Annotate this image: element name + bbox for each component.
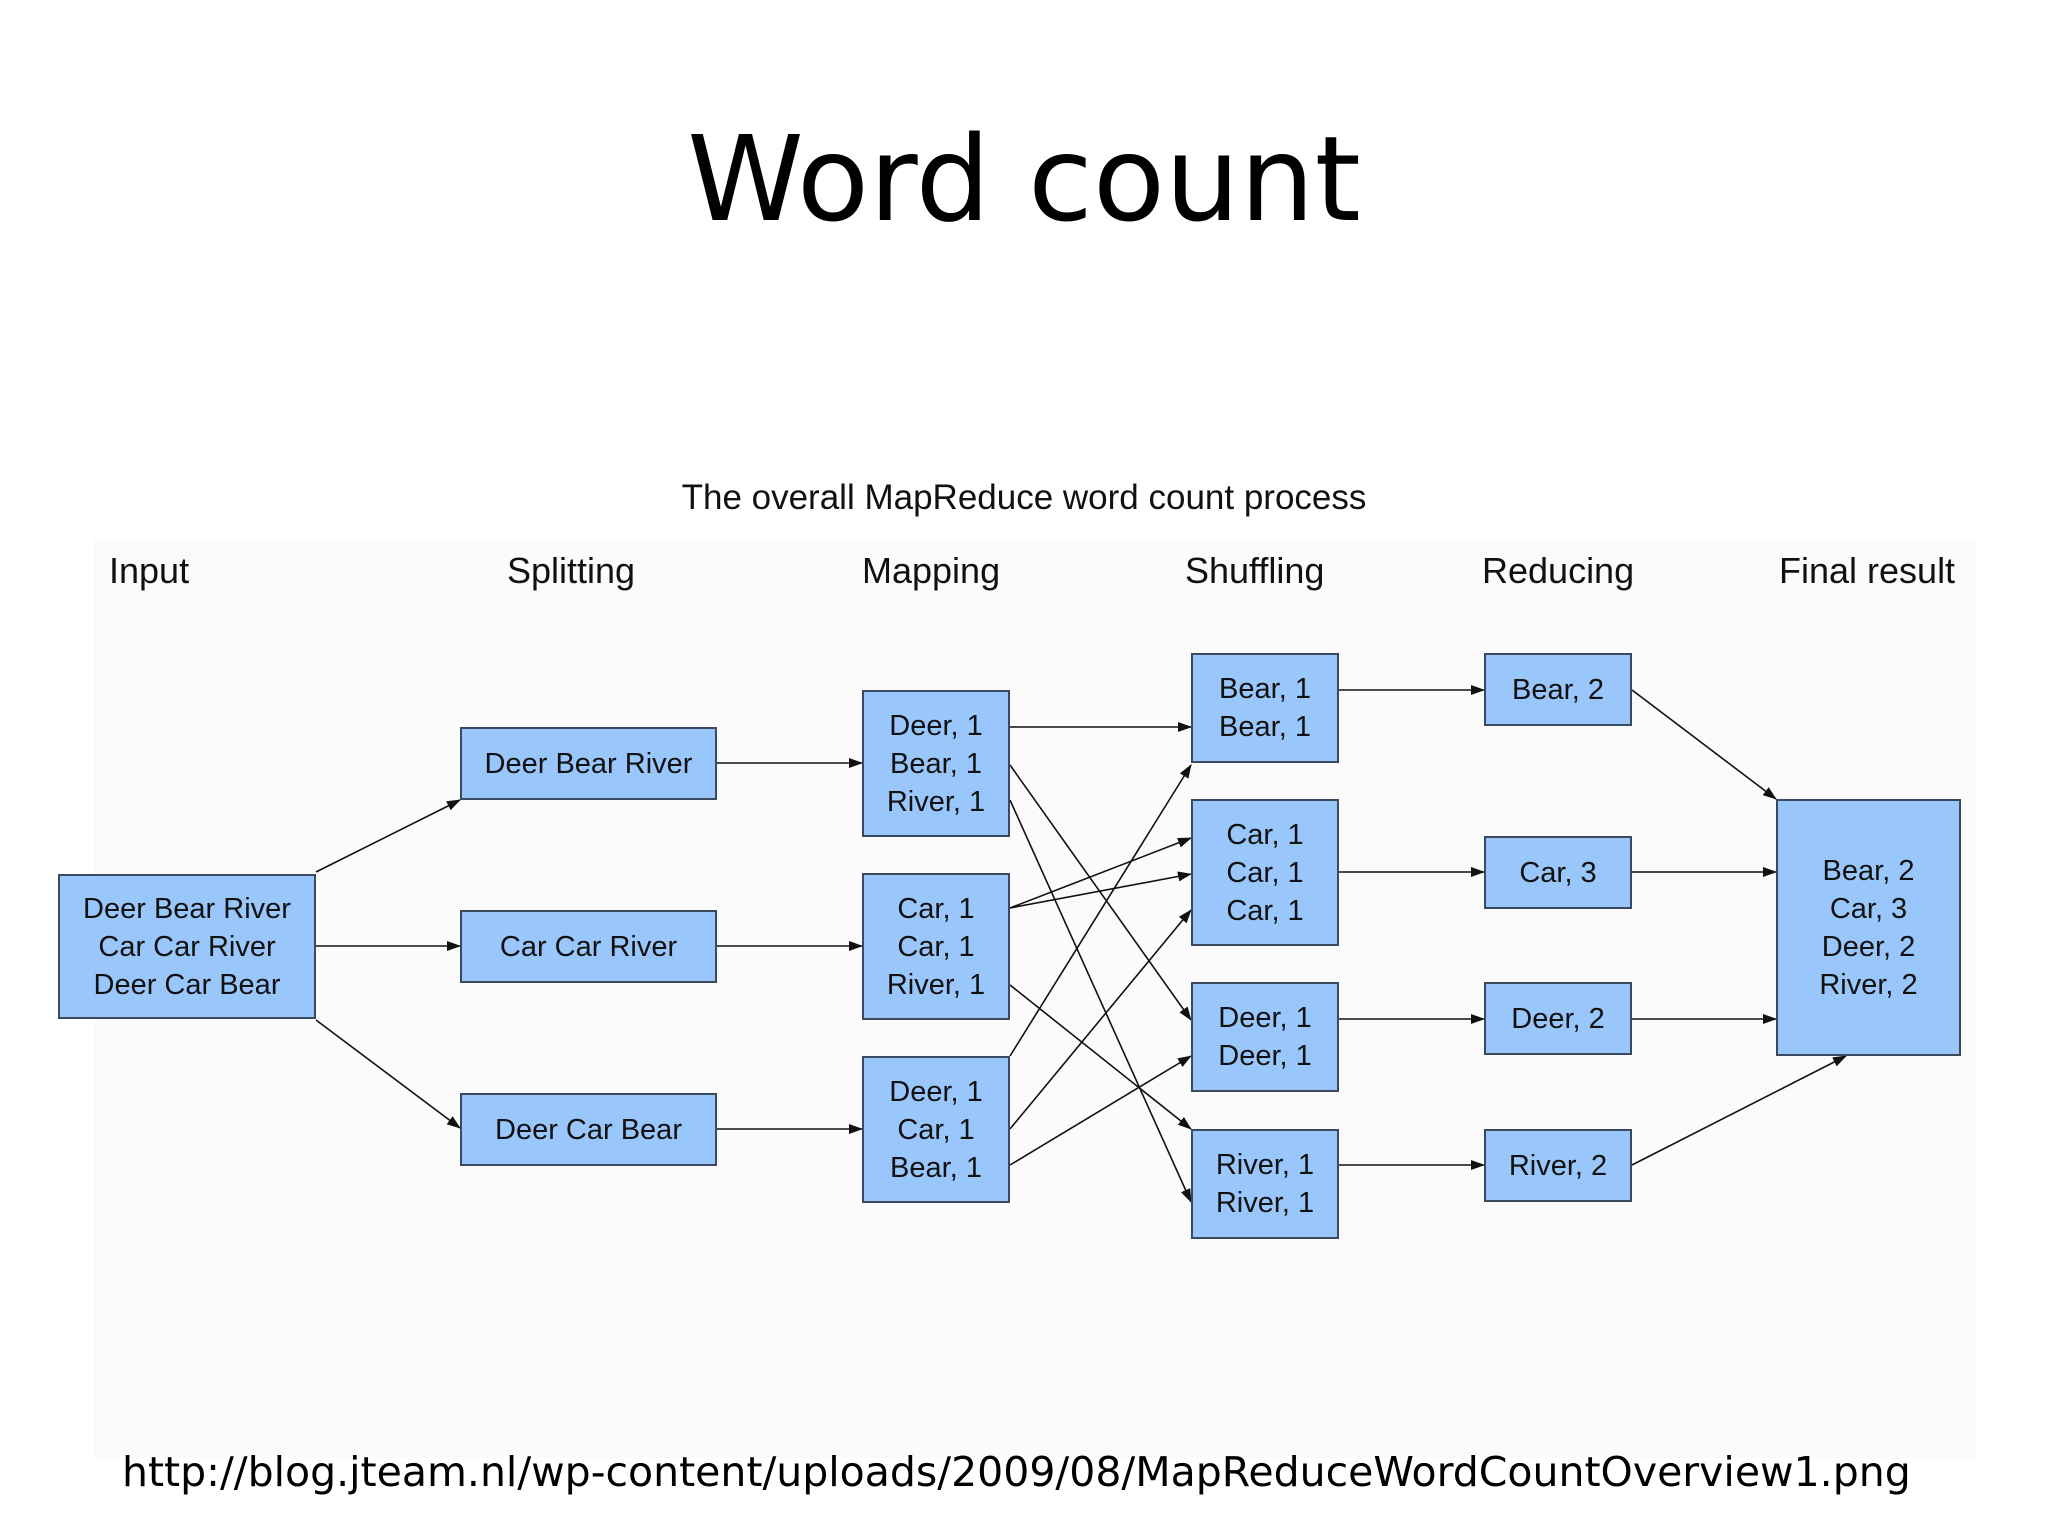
box-line: Deer Car Bear	[93, 968, 281, 1001]
arrow-map2-to-shuf_river	[1009, 984, 1192, 1130]
box-line: Car Car River	[499, 930, 678, 963]
map-box-2: Car, 1 Car, 1 River, 1	[862, 873, 1010, 1020]
input-box: Deer Bear River Car Car River Deer Car B…	[58, 874, 316, 1019]
stage-label-shuffling: Shuffling	[1185, 550, 1325, 591]
arrow-map1-to-shuf_deer	[1009, 764, 1192, 1021]
box-line: Deer Car Bear	[495, 1113, 682, 1146]
shuffle-box-deer: Deer, 1 Deer, 1	[1191, 982, 1339, 1092]
arrow-map3-to-shuf_bear	[1009, 764, 1192, 1057]
shuffle-box-car: Car, 1 Car, 1 Car, 1	[1191, 799, 1339, 946]
stage-label-input: Input	[109, 550, 190, 591]
arrow-map1-to-shuf_river	[1009, 799, 1192, 1203]
box-line: Bear, 1	[890, 747, 982, 780]
box-line: Car, 3	[1829, 892, 1908, 925]
box-line: River, 1	[886, 785, 986, 818]
reduce-box-bear: Bear, 2	[1484, 653, 1632, 726]
diagram-background	[94, 538, 1976, 1458]
stage-label-reducing: Reducing	[1482, 550, 1635, 591]
reduce-box-car: Car, 3	[1484, 836, 1632, 909]
shuffle-box-bear: Bear, 1 Bear, 1	[1191, 653, 1339, 763]
arrow-input-to-split1	[315, 799, 461, 873]
box-line: River, 2	[1508, 1149, 1608, 1182]
box-line: Bear, 2	[1822, 854, 1915, 887]
reduce-box-river: River, 2	[1484, 1129, 1632, 1202]
box-line: Car Car River	[98, 930, 276, 963]
arrow-map2-to-shuf_car	[1009, 871, 1192, 909]
box-line: Deer, 1	[889, 1075, 983, 1108]
slide-title: Word count	[687, 110, 1361, 248]
split-box-3: Deer Car Bear	[460, 1093, 717, 1166]
arrow-map3-to-shuf_deer	[1009, 1055, 1192, 1166]
source-url: http://blog.jteam.nl/wp-content/uploads/…	[122, 1448, 1911, 1496]
box-line: River, 2	[1819, 968, 1918, 1001]
arrow-red_river-to-final	[1631, 1055, 1847, 1166]
arrow-map3-to-shuf_car	[1009, 909, 1192, 1130]
box-line: Car, 1	[897, 1113, 975, 1146]
final-result-box: Bear, 2 Car, 3 Deer, 2 River, 2	[1776, 799, 1961, 1056]
box-line: River, 1	[1215, 1187, 1315, 1219]
box-line: Car, 1	[1226, 856, 1304, 889]
arrow-red_bear-to-final	[1631, 689, 1777, 800]
box-line: Deer, 2	[1821, 930, 1916, 963]
box-line: River, 1	[886, 968, 986, 1001]
box-line: Deer, 1	[1218, 1040, 1312, 1072]
box-line: Bear, 1	[1219, 673, 1311, 705]
diagram-caption: The overall MapReduce word count process	[681, 478, 1367, 517]
arrow-input-to-split3	[315, 1019, 461, 1129]
split-box-1: Deer Bear River	[460, 727, 717, 800]
stage-label-mapping: Mapping	[862, 550, 1001, 591]
box-line: River, 1	[1215, 1149, 1315, 1181]
reduce-box-deer: Deer, 2	[1484, 982, 1632, 1055]
box-line: Deer, 2	[1511, 1002, 1605, 1035]
stage-label-final-result: Final result	[1779, 550, 1956, 591]
box-line: Deer Bear River	[484, 747, 693, 780]
box-line: Bear, 1	[1219, 711, 1311, 743]
box-line: Car, 1	[1226, 894, 1304, 927]
box-line: Car, 1	[1226, 818, 1304, 851]
box-line: Deer, 1	[1218, 1002, 1312, 1034]
split-box-2: Car Car River	[460, 910, 717, 983]
box-line: Car, 1	[897, 892, 975, 925]
box-line: Bear, 2	[1512, 673, 1604, 706]
box-line: Deer, 1	[889, 709, 983, 742]
shuffle-box-river: River, 1 River, 1	[1191, 1129, 1339, 1239]
map-box-1: Deer, 1 Bear, 1 River, 1	[862, 690, 1010, 837]
stage-label-splitting: Splitting	[507, 550, 636, 591]
box-line: Car, 1	[897, 930, 975, 963]
arrow-map2-to-shuf_car	[1009, 837, 1192, 909]
box-line: Deer Bear River	[83, 892, 291, 925]
box-line: Bear, 1	[890, 1151, 982, 1184]
box-line: Car, 3	[1519, 856, 1597, 889]
map-box-3: Deer, 1 Car, 1 Bear, 1	[862, 1056, 1010, 1203]
